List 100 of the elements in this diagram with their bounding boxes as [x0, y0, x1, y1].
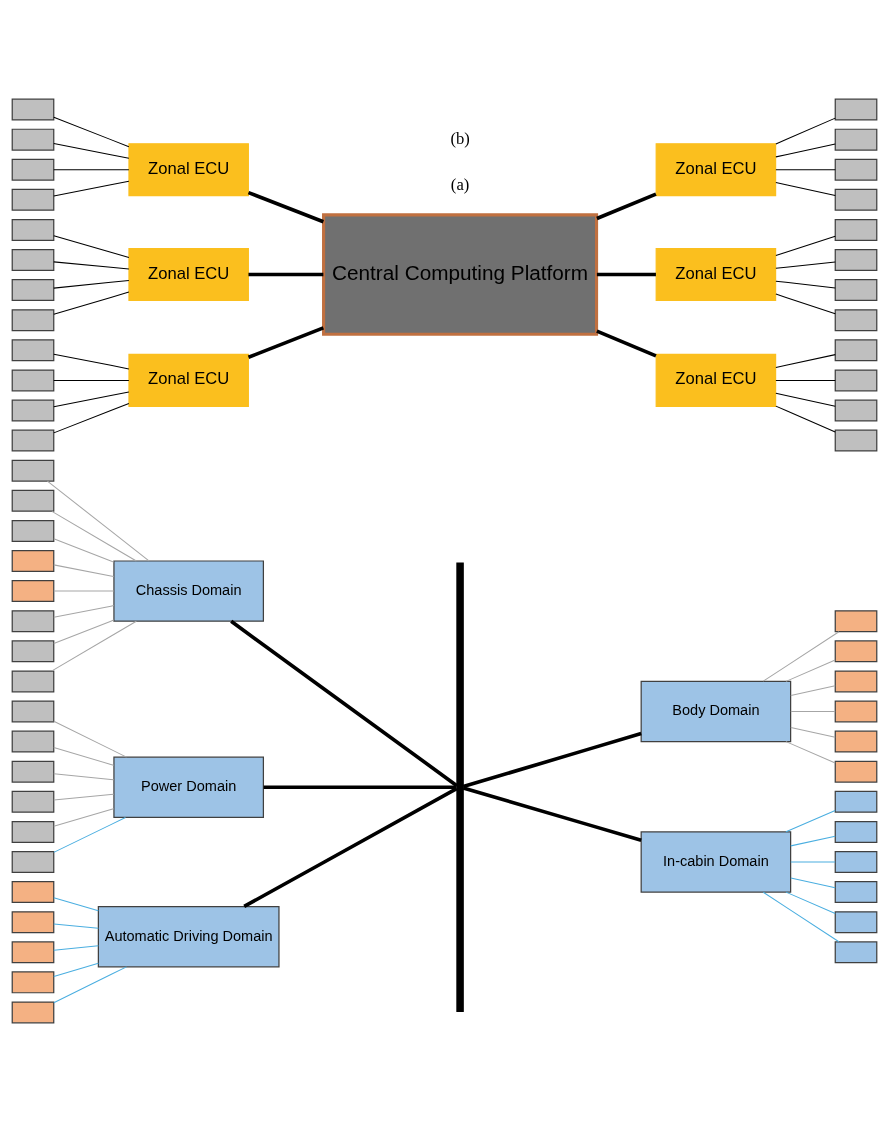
- node-box: [11, 248, 55, 271]
- connector: [53, 962, 99, 977]
- label: (b): [450, 128, 470, 148]
- node-box: [834, 850, 878, 873]
- connector: [775, 168, 836, 170]
- connector: [53, 353, 130, 369]
- node-box: [11, 128, 55, 151]
- connector: [775, 293, 836, 314]
- node-box: [11, 459, 55, 482]
- node-box: Chassis Domain: [113, 559, 264, 622]
- connector: [596, 329, 657, 357]
- connector: [53, 590, 115, 592]
- node-box: [11, 549, 55, 572]
- connector: [53, 116, 130, 147]
- connector: [243, 786, 458, 908]
- connector: [247, 325, 324, 359]
- connector: [790, 684, 836, 696]
- node-box: [834, 639, 878, 662]
- node-box: [834, 730, 878, 753]
- node-box: [834, 429, 878, 452]
- connector: [790, 860, 836, 862]
- connector: [790, 726, 836, 738]
- node-box: [11, 609, 55, 632]
- connector: [596, 272, 656, 276]
- node-box: [11, 399, 55, 421]
- connector: [53, 291, 130, 315]
- connector: [247, 190, 324, 223]
- node-box: [834, 188, 878, 211]
- node-box: [834, 218, 878, 241]
- node-box: [834, 248, 878, 271]
- connector: [790, 835, 836, 846]
- connector: [53, 746, 115, 766]
- node-box: [834, 368, 878, 391]
- connector: [790, 877, 836, 888]
- node-box: Power Domain: [113, 756, 264, 818]
- connector: [785, 658, 836, 682]
- connector: [53, 896, 99, 911]
- connector: [775, 353, 836, 368]
- connector: [790, 710, 836, 712]
- node-box: [11, 760, 55, 783]
- connector: [53, 563, 115, 577]
- node-box: [834, 98, 878, 121]
- connector: [53, 807, 115, 827]
- node-box: [834, 700, 878, 722]
- connector: [51, 510, 137, 561]
- connector: [53, 772, 115, 780]
- connector: [53, 965, 127, 1003]
- node-box: [834, 790, 878, 813]
- connector: [46, 480, 150, 561]
- node-box: [11, 970, 55, 993]
- node-box: [11, 910, 55, 933]
- connector: [53, 604, 115, 618]
- connector: [785, 809, 836, 832]
- connector: [775, 117, 836, 145]
- node-box: [11, 158, 55, 181]
- node-box: [11, 308, 55, 331]
- connector: [596, 191, 657, 220]
- connector: [53, 944, 99, 951]
- node-box: [11, 639, 55, 662]
- connector: [775, 379, 836, 381]
- connector: [53, 816, 126, 853]
- connector: [53, 720, 127, 758]
- node-box: [834, 128, 878, 151]
- node-box: Zonal ECU: [128, 353, 249, 407]
- node-box: Automatic Driving Domain: [97, 905, 280, 967]
- connector: [775, 142, 836, 157]
- node-box: [11, 519, 55, 542]
- connector: [462, 731, 642, 788]
- node-box: [834, 278, 878, 301]
- connector: [263, 784, 457, 789]
- node-box: [11, 188, 55, 211]
- node-box: [11, 669, 55, 692]
- node-box: [834, 880, 878, 903]
- connector: [53, 260, 130, 269]
- label: (a): [450, 174, 470, 194]
- node-box: [11, 429, 55, 452]
- node-box: Zonal ECU: [655, 142, 777, 196]
- node-box: [11, 790, 55, 813]
- node-box: [11, 1000, 55, 1023]
- connector: [53, 168, 130, 170]
- connector: [775, 405, 836, 432]
- connector: [762, 891, 840, 942]
- node-box: Zonal ECU: [128, 247, 249, 301]
- node-box: Central Computing Platform: [322, 212, 599, 336]
- connector: [785, 740, 836, 764]
- node-box: [834, 820, 878, 843]
- node-box: [11, 218, 55, 241]
- connector: [53, 379, 130, 381]
- connector: [53, 537, 115, 563]
- connector: [53, 390, 130, 407]
- node-box: [11, 940, 55, 963]
- node-box: [11, 820, 55, 843]
- connector: [53, 234, 130, 258]
- node-box: [834, 609, 878, 632]
- node-box: [834, 669, 878, 692]
- node-box: [11, 368, 55, 391]
- connector: [230, 619, 458, 787]
- connector: [785, 891, 836, 914]
- connector: [51, 620, 137, 671]
- node-box: [11, 489, 55, 512]
